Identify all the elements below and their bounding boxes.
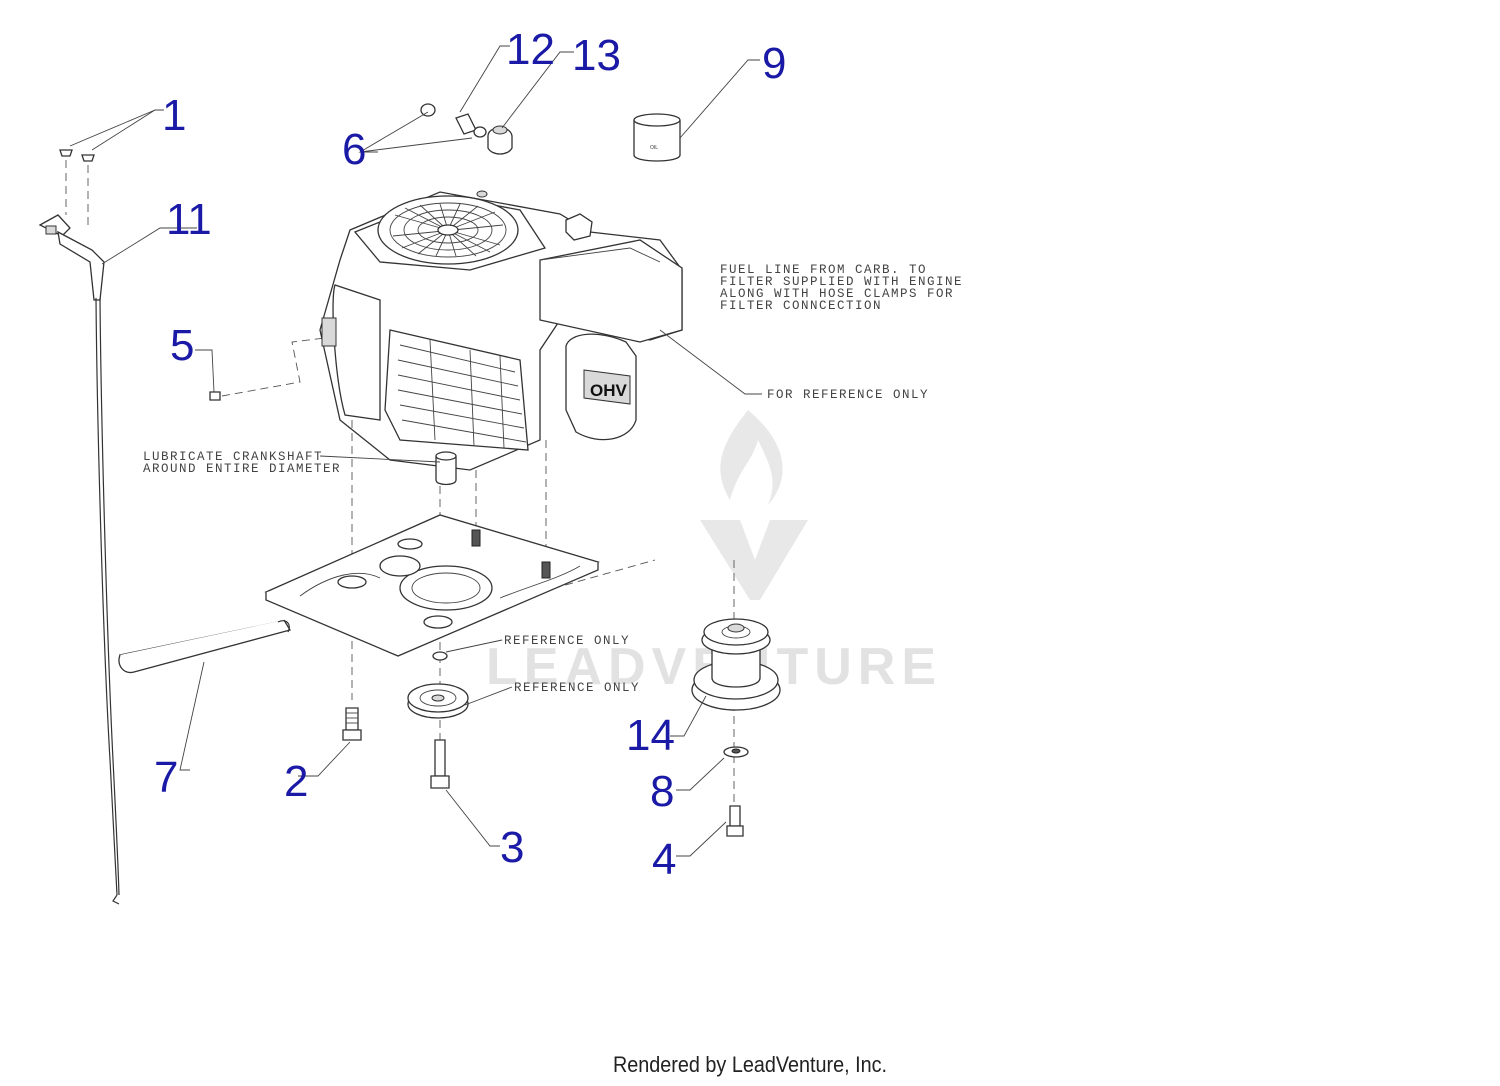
callout-13: 13 bbox=[572, 31, 621, 80]
note-for-reference: FOR REFERENCE ONLY bbox=[767, 388, 929, 402]
footer-credit: Rendered by LeadVenture, Inc. bbox=[612, 1052, 888, 1077]
callout-5: 5 bbox=[170, 321, 194, 370]
washer-8 bbox=[723, 746, 749, 758]
reference-pulley bbox=[407, 651, 469, 719]
oil-container: OIL bbox=[633, 113, 681, 162]
callout-3: 3 bbox=[500, 823, 524, 872]
note-fuel-line-1: FUEL LINE FROM CARB. TO bbox=[720, 263, 927, 277]
note-reference-1: REFERENCE ONLY bbox=[504, 634, 630, 648]
bolt-3 bbox=[430, 739, 450, 789]
note-lubricate-2: AROUND ENTIRE DIAMETER bbox=[143, 462, 341, 476]
note-fuel-line-4: FILTER CONNCECTION bbox=[720, 299, 882, 313]
callout-6: 6 bbox=[342, 125, 366, 174]
idler-pulley bbox=[691, 618, 781, 711]
callout-8: 8 bbox=[650, 767, 674, 816]
fittings-group bbox=[420, 103, 513, 155]
engine-badge: OHV bbox=[590, 381, 628, 400]
oil-label: OIL bbox=[650, 145, 658, 151]
callout-11: 11 bbox=[166, 195, 212, 244]
notes: FUEL LINE FROM CARB. TO FILTER SUPPLIED … bbox=[143, 263, 963, 695]
callout-2: 2 bbox=[284, 757, 308, 806]
callout-9: 9 bbox=[762, 39, 786, 88]
cable-guard bbox=[118, 619, 292, 674]
bolt-2 bbox=[342, 707, 362, 741]
callout-12: 12 bbox=[506, 25, 555, 74]
mounting-plate bbox=[264, 514, 600, 657]
callout-7: 7 bbox=[154, 753, 178, 802]
fuel-fitting bbox=[209, 337, 326, 401]
throttle-control bbox=[38, 149, 120, 905]
leader-lines bbox=[69, 45, 762, 857]
callout-4: 4 bbox=[652, 835, 676, 884]
callout-14: 14 bbox=[626, 711, 675, 760]
callouts: 1 2 3 4 5 6 7 8 9 11 12 13 14 bbox=[154, 25, 786, 884]
note-reference-2: REFERENCE ONLY bbox=[514, 681, 640, 695]
watermark-logo bbox=[700, 410, 808, 600]
engine: OHV bbox=[319, 190, 683, 486]
callout-1: 1 bbox=[162, 91, 186, 140]
note-fuel-line-3: ALONG WITH HOSE CLAMPS FOR bbox=[720, 287, 954, 301]
bolt-4 bbox=[726, 805, 744, 837]
note-lubricate-1: LUBRICATE CRANKSHAFT bbox=[143, 450, 323, 464]
note-fuel-line-2: FILTER SUPPLIED WITH ENGINE bbox=[720, 275, 963, 289]
